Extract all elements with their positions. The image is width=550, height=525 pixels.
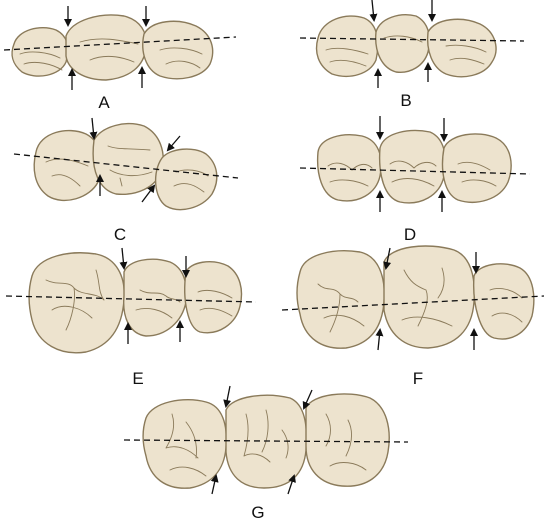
- panel-label: A: [98, 93, 110, 112]
- arrow: [119, 247, 128, 270]
- tooth: [441, 133, 512, 203]
- axis-line: [123, 439, 409, 443]
- tooth: [375, 14, 431, 73]
- arrow: [89, 117, 98, 140]
- arrow: [223, 385, 232, 408]
- axis-line: [5, 295, 257, 303]
- axis-line: [3, 36, 237, 51]
- panel-label: G: [251, 503, 264, 522]
- tooth: [65, 14, 147, 81]
- tooth: [142, 20, 214, 80]
- panel-label: F: [413, 369, 423, 388]
- tooth: [155, 148, 218, 211]
- panel-c: C: [13, 117, 239, 244]
- arrow: [166, 135, 181, 152]
- arrow: [383, 247, 392, 270]
- tooth: [92, 122, 164, 195]
- tooth: [184, 261, 243, 334]
- tooth: [123, 258, 188, 337]
- tooth: [33, 129, 102, 201]
- arrow: [302, 389, 313, 410]
- panel-g: G: [123, 385, 409, 522]
- panel-b: B: [299, 0, 525, 110]
- tooth: [296, 250, 385, 349]
- tooth: [472, 263, 535, 340]
- panel-a: A: [3, 6, 237, 112]
- panel-d: D: [299, 116, 531, 244]
- panel-label: E: [132, 369, 143, 388]
- tooth: [383, 245, 476, 349]
- arrow: [210, 474, 219, 495]
- panel-label: B: [400, 91, 411, 110]
- arrow: [375, 328, 384, 351]
- axis-line: [13, 153, 239, 179]
- tooth: [305, 393, 390, 487]
- axis-line: [281, 295, 545, 311]
- tooth: [11, 26, 69, 77]
- tooth: [28, 252, 125, 354]
- panel-label: D: [404, 225, 416, 244]
- groove: [325, 35, 487, 67]
- panel-e: E: [5, 247, 257, 388]
- panel-f: F: [281, 245, 545, 388]
- groove: [19, 38, 203, 71]
- axis-line: [299, 167, 531, 175]
- tooth: [315, 15, 379, 78]
- tooth: [426, 18, 497, 78]
- axis-line: [299, 37, 525, 42]
- groove: [317, 267, 523, 333]
- groove: [45, 269, 233, 331]
- arrow: [287, 474, 296, 495]
- panel-label: C: [114, 225, 126, 244]
- arrow: [369, 0, 378, 22]
- groove: [165, 409, 367, 477]
- tooth: [142, 399, 228, 489]
- arrow: [141, 184, 156, 203]
